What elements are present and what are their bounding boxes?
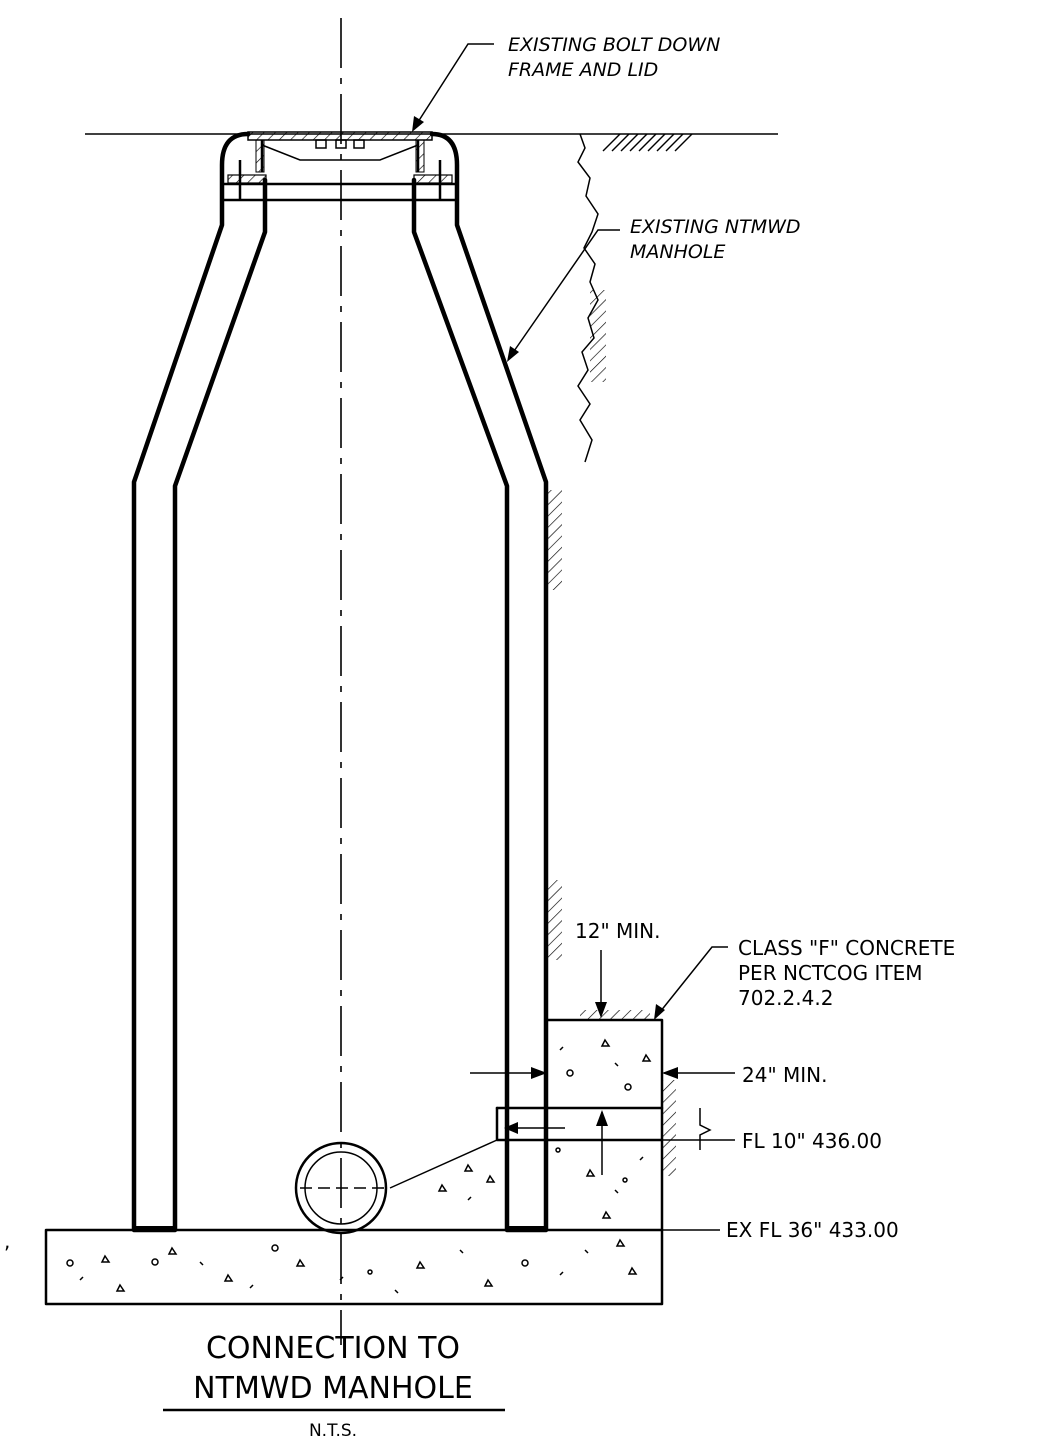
connection-height-arrowhead xyxy=(596,1110,608,1126)
frame-and-lid xyxy=(222,131,457,202)
ground-hatch-surface xyxy=(602,133,693,152)
manhole-wall-left-outer xyxy=(131,131,268,1233)
base-slab-aggregate xyxy=(66,1238,638,1294)
frame-lid-label-line1: EXISTING BOLT DOWN xyxy=(508,34,720,56)
stray-mark: , xyxy=(4,1229,10,1253)
side-cover-arrowhead-right xyxy=(662,1067,678,1079)
manhole-leader xyxy=(511,229,620,355)
top-cover-dim-label: 12" MIN. xyxy=(575,919,660,943)
side-cover-dim-label: 24" MIN. xyxy=(742,1063,827,1087)
existing-flowline-label: EX FL 36" 433.00 xyxy=(726,1218,899,1242)
concrete-label-line1: CLASS "F" CONCRETE xyxy=(738,936,955,960)
connection-flowline-label: FL 10" 436.00 xyxy=(742,1129,882,1153)
ground-hatch-wall-low xyxy=(548,880,562,960)
ground-hatch-concrete-side xyxy=(662,1080,676,1176)
frame-lid-arrowhead xyxy=(412,116,424,132)
concrete-leader xyxy=(659,946,728,1013)
flow-arrow-head xyxy=(504,1122,518,1134)
concrete-label-line2: PER NCTCOG ITEM xyxy=(738,961,923,985)
concrete-arrowhead xyxy=(654,1004,665,1020)
detail-scale: N.T.S. xyxy=(309,1421,357,1441)
ground-hatch-upper xyxy=(590,290,606,382)
ground-hatch-concrete-top xyxy=(580,1010,650,1020)
frame-lid-leader xyxy=(417,43,494,123)
detail-title-line2: NTMWD MANHOLE xyxy=(193,1371,473,1406)
side-cover-arrowhead-left xyxy=(531,1067,547,1079)
base-slab xyxy=(44,1228,664,1306)
detail-title-line1: CONNECTION TO xyxy=(206,1331,460,1366)
frame-lid-label-line2: FRAME AND LID xyxy=(508,59,658,81)
connection-flowline-break xyxy=(699,1108,712,1150)
concrete-label-line3: 702.2.4.2 xyxy=(738,986,833,1010)
manhole-label-line2: MANHOLE xyxy=(630,241,725,263)
manhole-label-line1: EXISTING NTMWD xyxy=(630,216,801,238)
existing-36in-pipe xyxy=(294,1141,388,1235)
manhole-arrowhead xyxy=(507,346,519,362)
manhole-wall-right-outer xyxy=(411,131,549,1233)
ground-hatch-wall-mid xyxy=(548,490,562,590)
top-cover-arrowhead xyxy=(595,1002,607,1018)
concrete-encasement xyxy=(389,1018,664,1232)
